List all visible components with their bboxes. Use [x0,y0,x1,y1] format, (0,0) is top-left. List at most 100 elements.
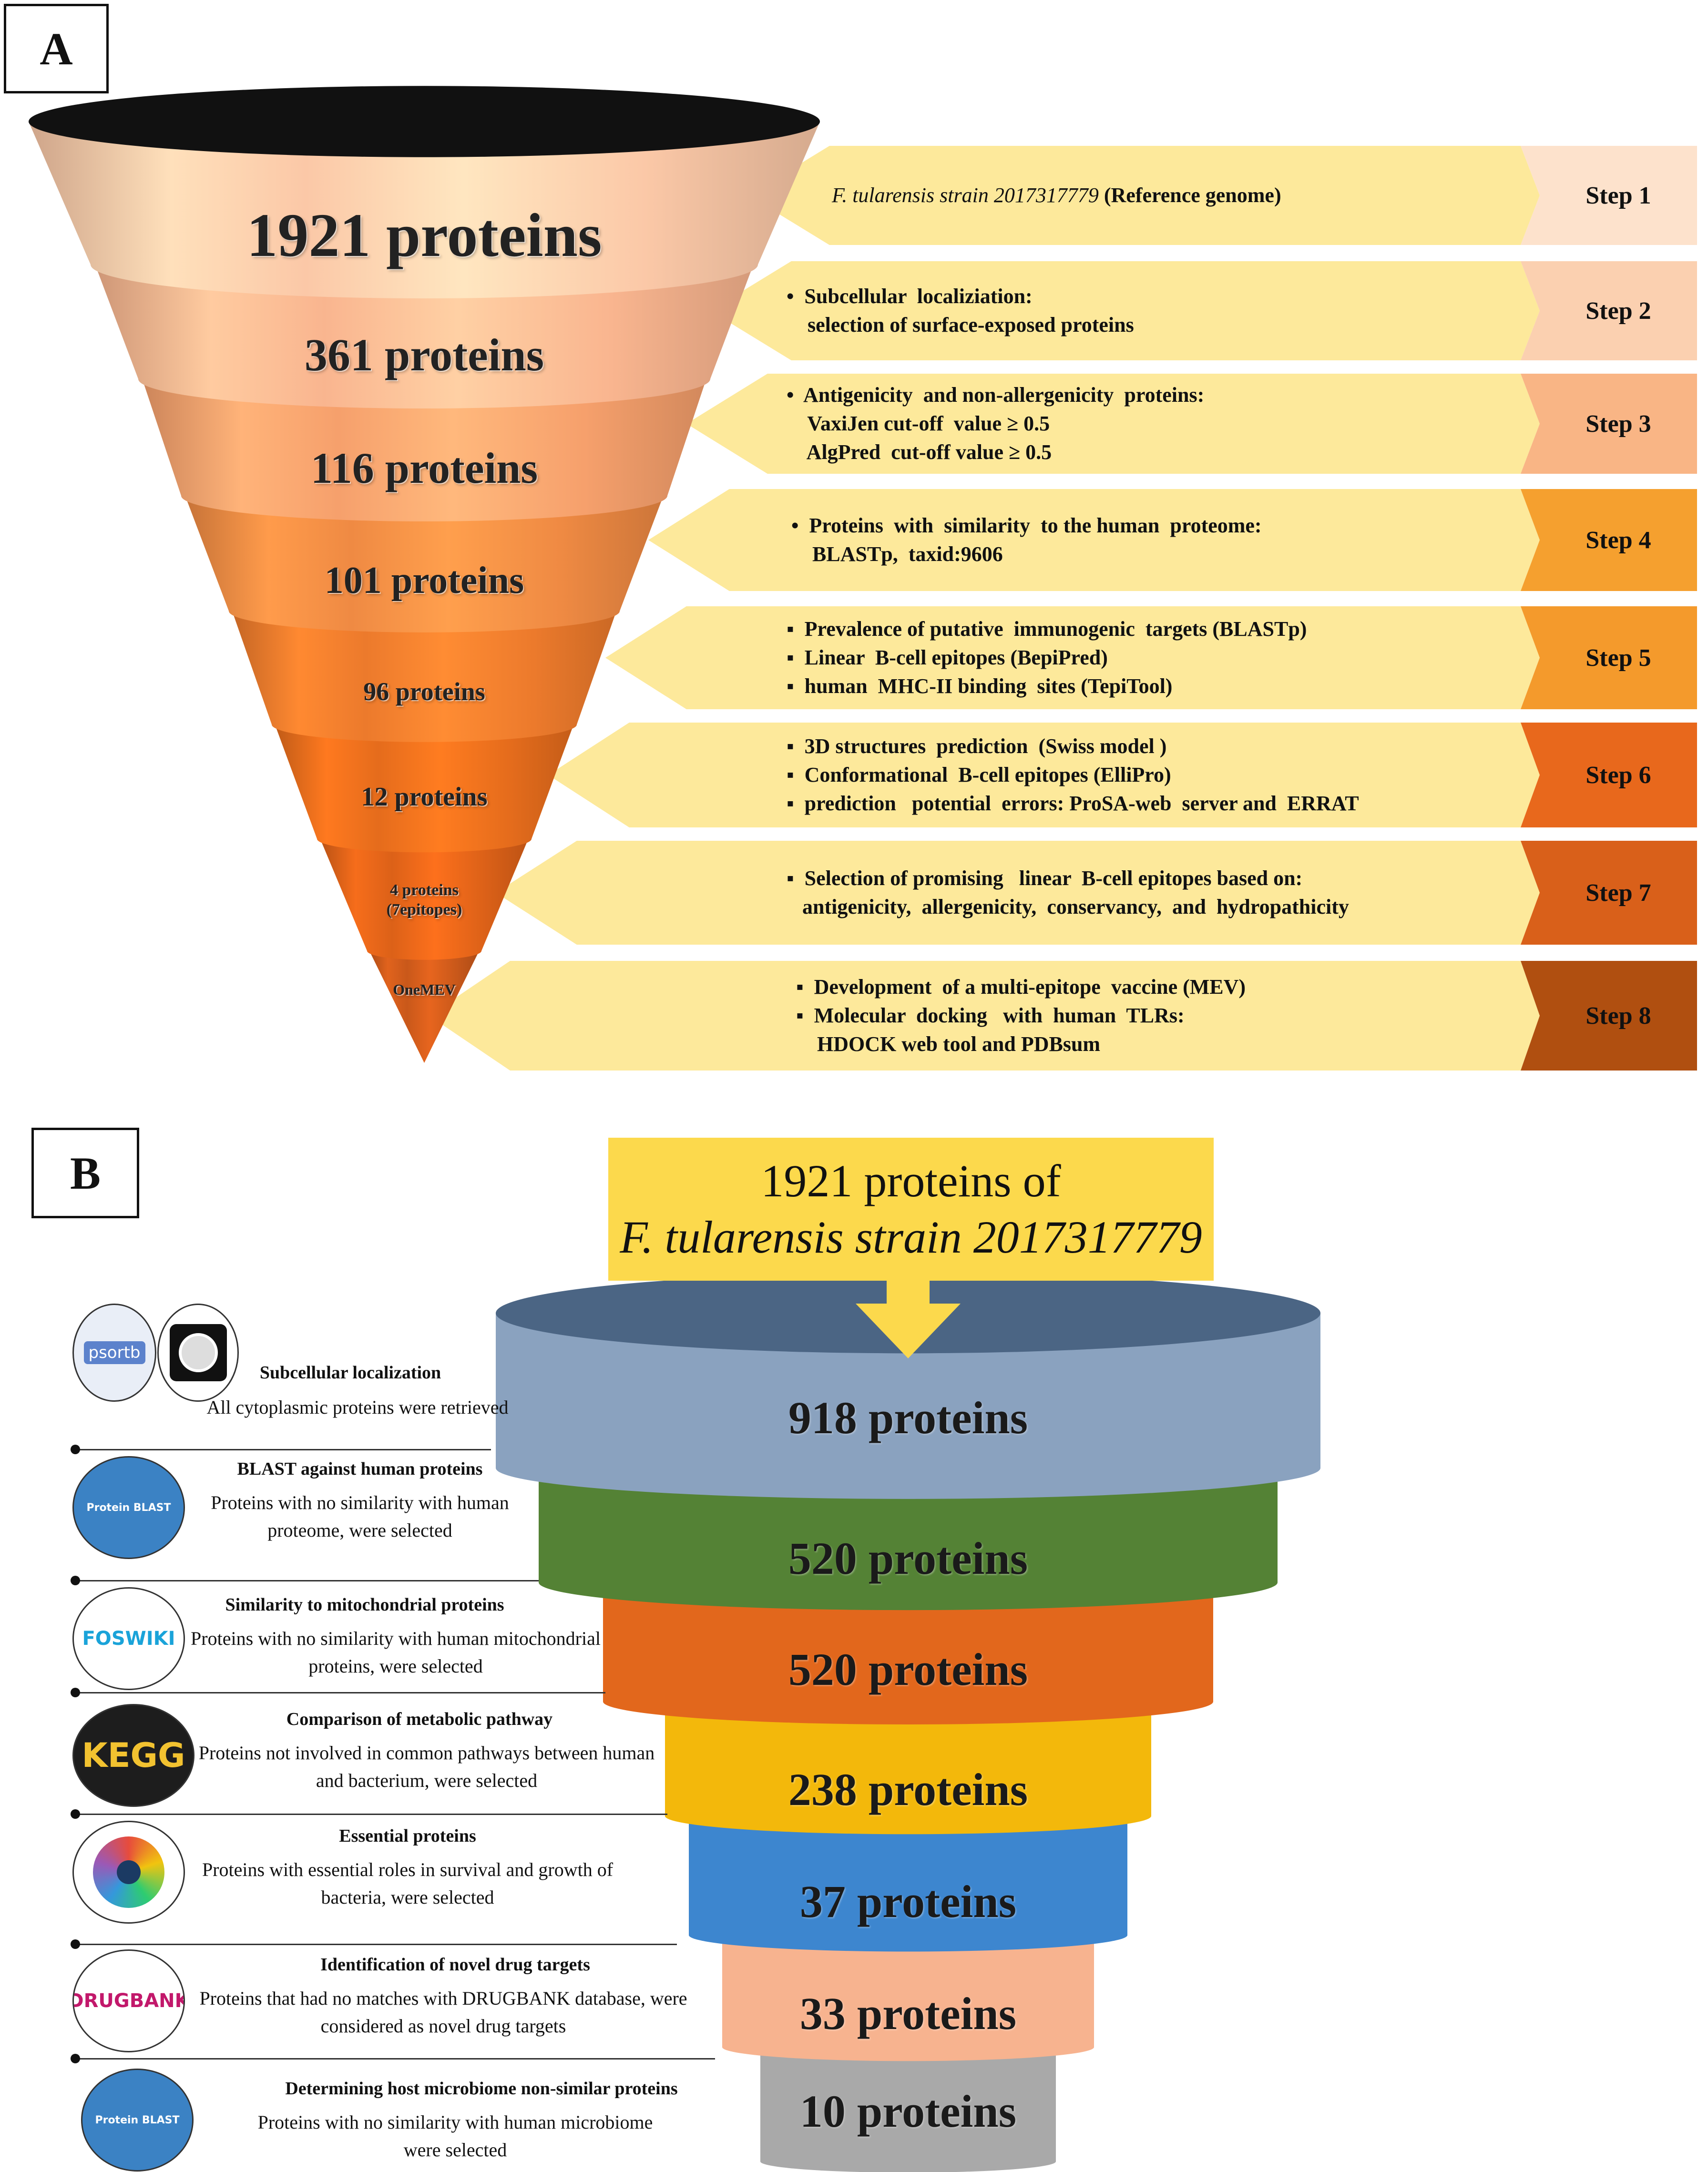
step-text-line: ▪ Development of a multi-epitope vaccine… [796,975,1246,999]
stack-layer-body [496,1313,1320,1499]
funnel-label-sub: (7epitopes) [386,900,462,918]
globe-icon-mark [169,1324,227,1381]
stack-label: 33 proteins [799,1988,1017,2039]
step-description: proteins, were selected [308,1655,483,1677]
tier-body [229,602,620,742]
globe-icon [157,1304,239,1402]
drugbank-icon: DRUGBANK [72,1949,185,2052]
separator-line [74,2058,715,2060]
step-text-line: selection of surface-exposed proteins [787,313,1134,337]
step-tab [1521,961,1697,1071]
stack-layer-body [603,1573,1213,1724]
reference-note: (Reference genome) [1104,184,1281,207]
step-description: and bacterium, were selected [316,1770,538,1791]
panel-b-header-line1: 1921 proteins of [761,1155,1061,1206]
stack-label: 520 proteins [788,1533,1028,1584]
stack-layer-body [539,1458,1278,1611]
step-text-line: ▪ Prevalence of putative immunogenic tar… [787,617,1307,641]
step-label: Step 6 [1585,761,1651,789]
step-tab [1521,261,1697,360]
separator-line [74,1449,491,1450]
step-title: Subcellular localization [259,1363,441,1383]
step-ribbon [548,723,1540,827]
step-ribbon [710,261,1540,360]
step-text-line: HDOCK web tool and PDBsum [796,1032,1101,1056]
funnel-label: 101 proteins [324,560,524,602]
step-text-line: AlgPred cut-off value ≥ 0.5 [787,440,1052,464]
step-description: were selected [403,2139,507,2161]
stack-layer-body [665,1692,1151,1835]
step-description: Proteins with no similarity with human m… [191,1628,601,1649]
stack-layer-body [722,1926,1094,2061]
step-description: Proteins with no similarity with human m… [257,2111,653,2133]
step-text-line: • Subcellular localiziation: [787,285,1033,308]
separator-line [74,1814,667,1815]
icon-text: DRUGBANK [72,1990,185,2012]
step-tab [1521,723,1697,827]
step-label: Step 3 [1585,410,1651,438]
funnel-label: 12 proteins [361,782,488,812]
step-description: proteome, were selected [267,1519,452,1541]
protein-blast-icon: Protein BLAST [72,1456,185,1559]
panel-b-label: B [31,1128,139,1218]
step-label: Step 2 [1585,297,1651,325]
step-text-line: ▪ 3D structures prediction (Swiss model … [787,734,1167,758]
tier-body [272,716,577,853]
essential-genes-wheel [93,1836,164,1908]
step-description: All cytoplasmic proteins were retrieved [206,1397,509,1418]
step-label: Step 1 [1585,182,1651,209]
step-description: bacteria, were selected [321,1886,494,1908]
arrow-down [856,1281,961,1358]
icon-text: psortb [83,1341,145,1364]
funnel-label: 361 proteins [304,329,544,380]
step-tab [1521,489,1697,591]
step-description: Proteins with no similarity with human [211,1492,509,1513]
separator-dot [71,1809,80,1819]
tier-body [181,485,667,632]
step-title: Identification of novel drug targets [320,1955,590,1975]
step-text-line: ▪ Molecular docking with human TLRs: [796,1004,1185,1027]
step-text-line: ▪ prediction potential errors: ProSA-web… [787,792,1359,815]
protein-blast-icon: Protein BLAST [81,2069,194,2172]
separator-dot [71,1576,80,1585]
funnel-label: 4 proteins [390,881,459,899]
step-description: Proteins that had no matches with DRUGBA… [199,1988,687,2009]
stack-label: 520 proteins [788,1644,1028,1695]
icon-text: Protein BLAST [86,1501,171,1514]
psort-icon: psortb [72,1304,156,1402]
step-tab [1521,146,1697,245]
step-ribbon [748,146,1540,245]
step-title: Comparison of metabolic pathway [286,1709,553,1729]
step-text-line: ▪ Selection of promising linear B-cell e… [787,867,1303,890]
funnel-label: 1921 proteins [246,201,602,270]
tier-body [367,946,481,1063]
step-tab [1521,374,1697,474]
species-name: F. tularensis strain 2017317779 [832,184,1104,207]
step-label: Step 5 [1585,644,1651,672]
funnel-label: OneMEV [393,981,456,998]
step-text-line: • Antigenicity and non-allergenicity pro… [787,383,1205,407]
step-description: Proteins with essential roles in surviva… [202,1859,614,1880]
tier-body [138,367,710,521]
step-text-line: • Proteins with similarity to the human … [791,514,1262,537]
separator-line [74,1692,605,1693]
step-title: Similarity to mitochondrial proteins [225,1595,504,1615]
step-text-line: ▪ Linear B-cell epitopes (BepiPred) [787,646,1108,669]
step-text-line: F. tularensis strain 2017317779 (Referen… [832,181,1281,210]
step-ribbon [605,606,1540,709]
step-label: Step 4 [1585,526,1651,554]
step-ribbon [496,841,1540,945]
funnel-label: 96 proteins [363,677,485,706]
step-label: Step 8 [1585,1002,1651,1030]
step-ribbon [429,961,1540,1071]
tier-body [29,122,820,298]
icon-text: FOSWIKI [82,1628,175,1650]
panel-b-funnel-graphic [496,1273,1320,2172]
step-text-line: ▪ human MHC-II binding sites (TepiTool) [787,674,1173,698]
essential-genes-icon [72,1821,185,1924]
funnel-label: 116 proteins [310,444,538,492]
separator-line [74,1944,677,1945]
step-tab [1521,606,1697,709]
step-text-line: BLASTp, taxid:9606 [791,542,1003,566]
